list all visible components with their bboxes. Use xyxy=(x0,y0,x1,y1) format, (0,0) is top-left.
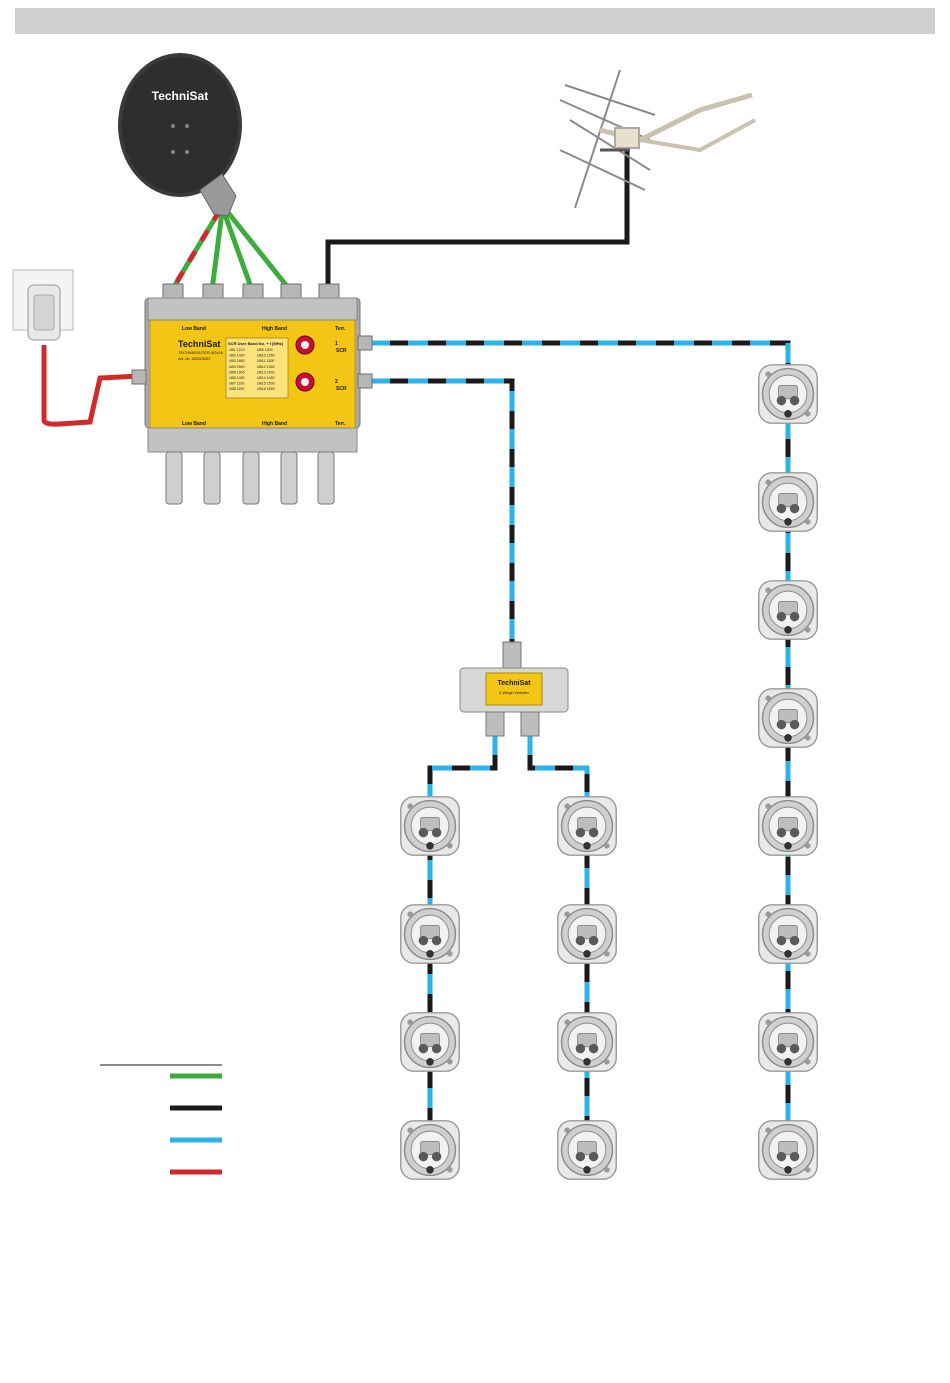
ub-entry: UB8 1150 xyxy=(229,387,244,391)
middle-column-outlet xyxy=(557,796,617,856)
multiswitch-router: Low Band High Band Terr. TechniSat TECHN… xyxy=(131,283,373,505)
wall-outlets xyxy=(400,364,818,1180)
svg-text:Terr.: Terr. xyxy=(335,326,346,332)
ub-entry: UB13 1400 xyxy=(257,370,275,374)
router-brand: TechniSat xyxy=(178,339,220,349)
terrestrial-antenna xyxy=(559,69,756,209)
ub-entry: UB11 1300 xyxy=(257,359,274,363)
right-column-outlet xyxy=(758,580,818,640)
right-column-outlet xyxy=(758,904,818,964)
svg-text:Low Band: Low Band xyxy=(182,326,206,332)
svg-text:2: 2 xyxy=(335,379,338,385)
ub-entry: UB3 1680 xyxy=(229,359,245,363)
right-column-outlet xyxy=(758,472,818,532)
lnb xyxy=(199,173,237,217)
ub-entry: UB7 1100 xyxy=(229,382,244,386)
ub-entry: UB15 1500 xyxy=(257,382,275,386)
svg-text:Terr.: Terr. xyxy=(335,421,346,427)
ub-entry: UB16 1550 xyxy=(257,387,275,391)
svg-text:High Band: High Band xyxy=(262,326,287,332)
ub-entry: UB12 1350 xyxy=(257,365,275,369)
satellite-dish: TechniSat xyxy=(118,53,242,217)
scr2-trunk-cable xyxy=(370,378,515,652)
ub-entry: UB10 1250 xyxy=(257,354,275,358)
svg-text:TECHNIROUTER 5/2x16: TECHNIROUTER 5/2x16 xyxy=(178,350,224,355)
left-column-outlet xyxy=(400,1120,460,1180)
svg-text:TechniSat: TechniSat xyxy=(498,680,532,687)
svg-text:Art.-Nr. 0000/3287: Art.-Nr. 0000/3287 xyxy=(178,356,211,361)
ub-entry: UB5 1005 xyxy=(229,370,245,374)
sat-cables xyxy=(169,208,292,292)
left-column-outlet xyxy=(400,796,460,856)
svg-text:2-Wege-Verteiler: 2-Wege-Verteiler xyxy=(499,690,530,695)
ub-entry: UB1 1210 xyxy=(229,348,245,352)
middle-column-outlet xyxy=(557,1120,617,1180)
middle-column-outlet xyxy=(557,1012,617,1072)
dish-brand-label: TechniSat xyxy=(152,89,208,103)
splitter: TechniSat 2-Wege-Verteiler xyxy=(459,641,569,737)
header-bar xyxy=(15,8,935,34)
ub-entry: UB2 1420 xyxy=(229,354,245,358)
left-column-outlet xyxy=(400,904,460,964)
ub-entry: UB9 1200 xyxy=(257,348,273,352)
right-column-outlet xyxy=(758,796,818,856)
svg-text:High Band: High Band xyxy=(262,421,287,427)
right-column-outlet xyxy=(758,688,818,748)
right-column-outlet xyxy=(758,1120,818,1180)
svg-text:SCR: SCR xyxy=(336,386,347,392)
power-supply xyxy=(12,269,74,341)
svg-text:SCR User Band No. + f [MHz]: SCR User Band No. + f [MHz] xyxy=(228,341,284,346)
ub-entry: UB14 1450 xyxy=(257,376,275,380)
ub-entry: UB4 2040 xyxy=(229,365,245,369)
ub-entry: UB6 1050 xyxy=(229,376,245,380)
left-column-outlet xyxy=(400,1012,460,1072)
scr1-trunk-cable xyxy=(370,340,791,1152)
middle-column-outlet xyxy=(557,904,617,964)
svg-text:1: 1 xyxy=(335,341,338,347)
cable-legend xyxy=(100,1064,222,1175)
terrestrial-cable xyxy=(325,150,630,292)
right-column-outlet xyxy=(758,364,818,424)
svg-text:SCR: SCR xyxy=(336,348,347,354)
power-cable xyxy=(41,345,141,427)
right-column-outlet xyxy=(758,1012,818,1072)
svg-text:Low Band: Low Band xyxy=(182,421,206,427)
